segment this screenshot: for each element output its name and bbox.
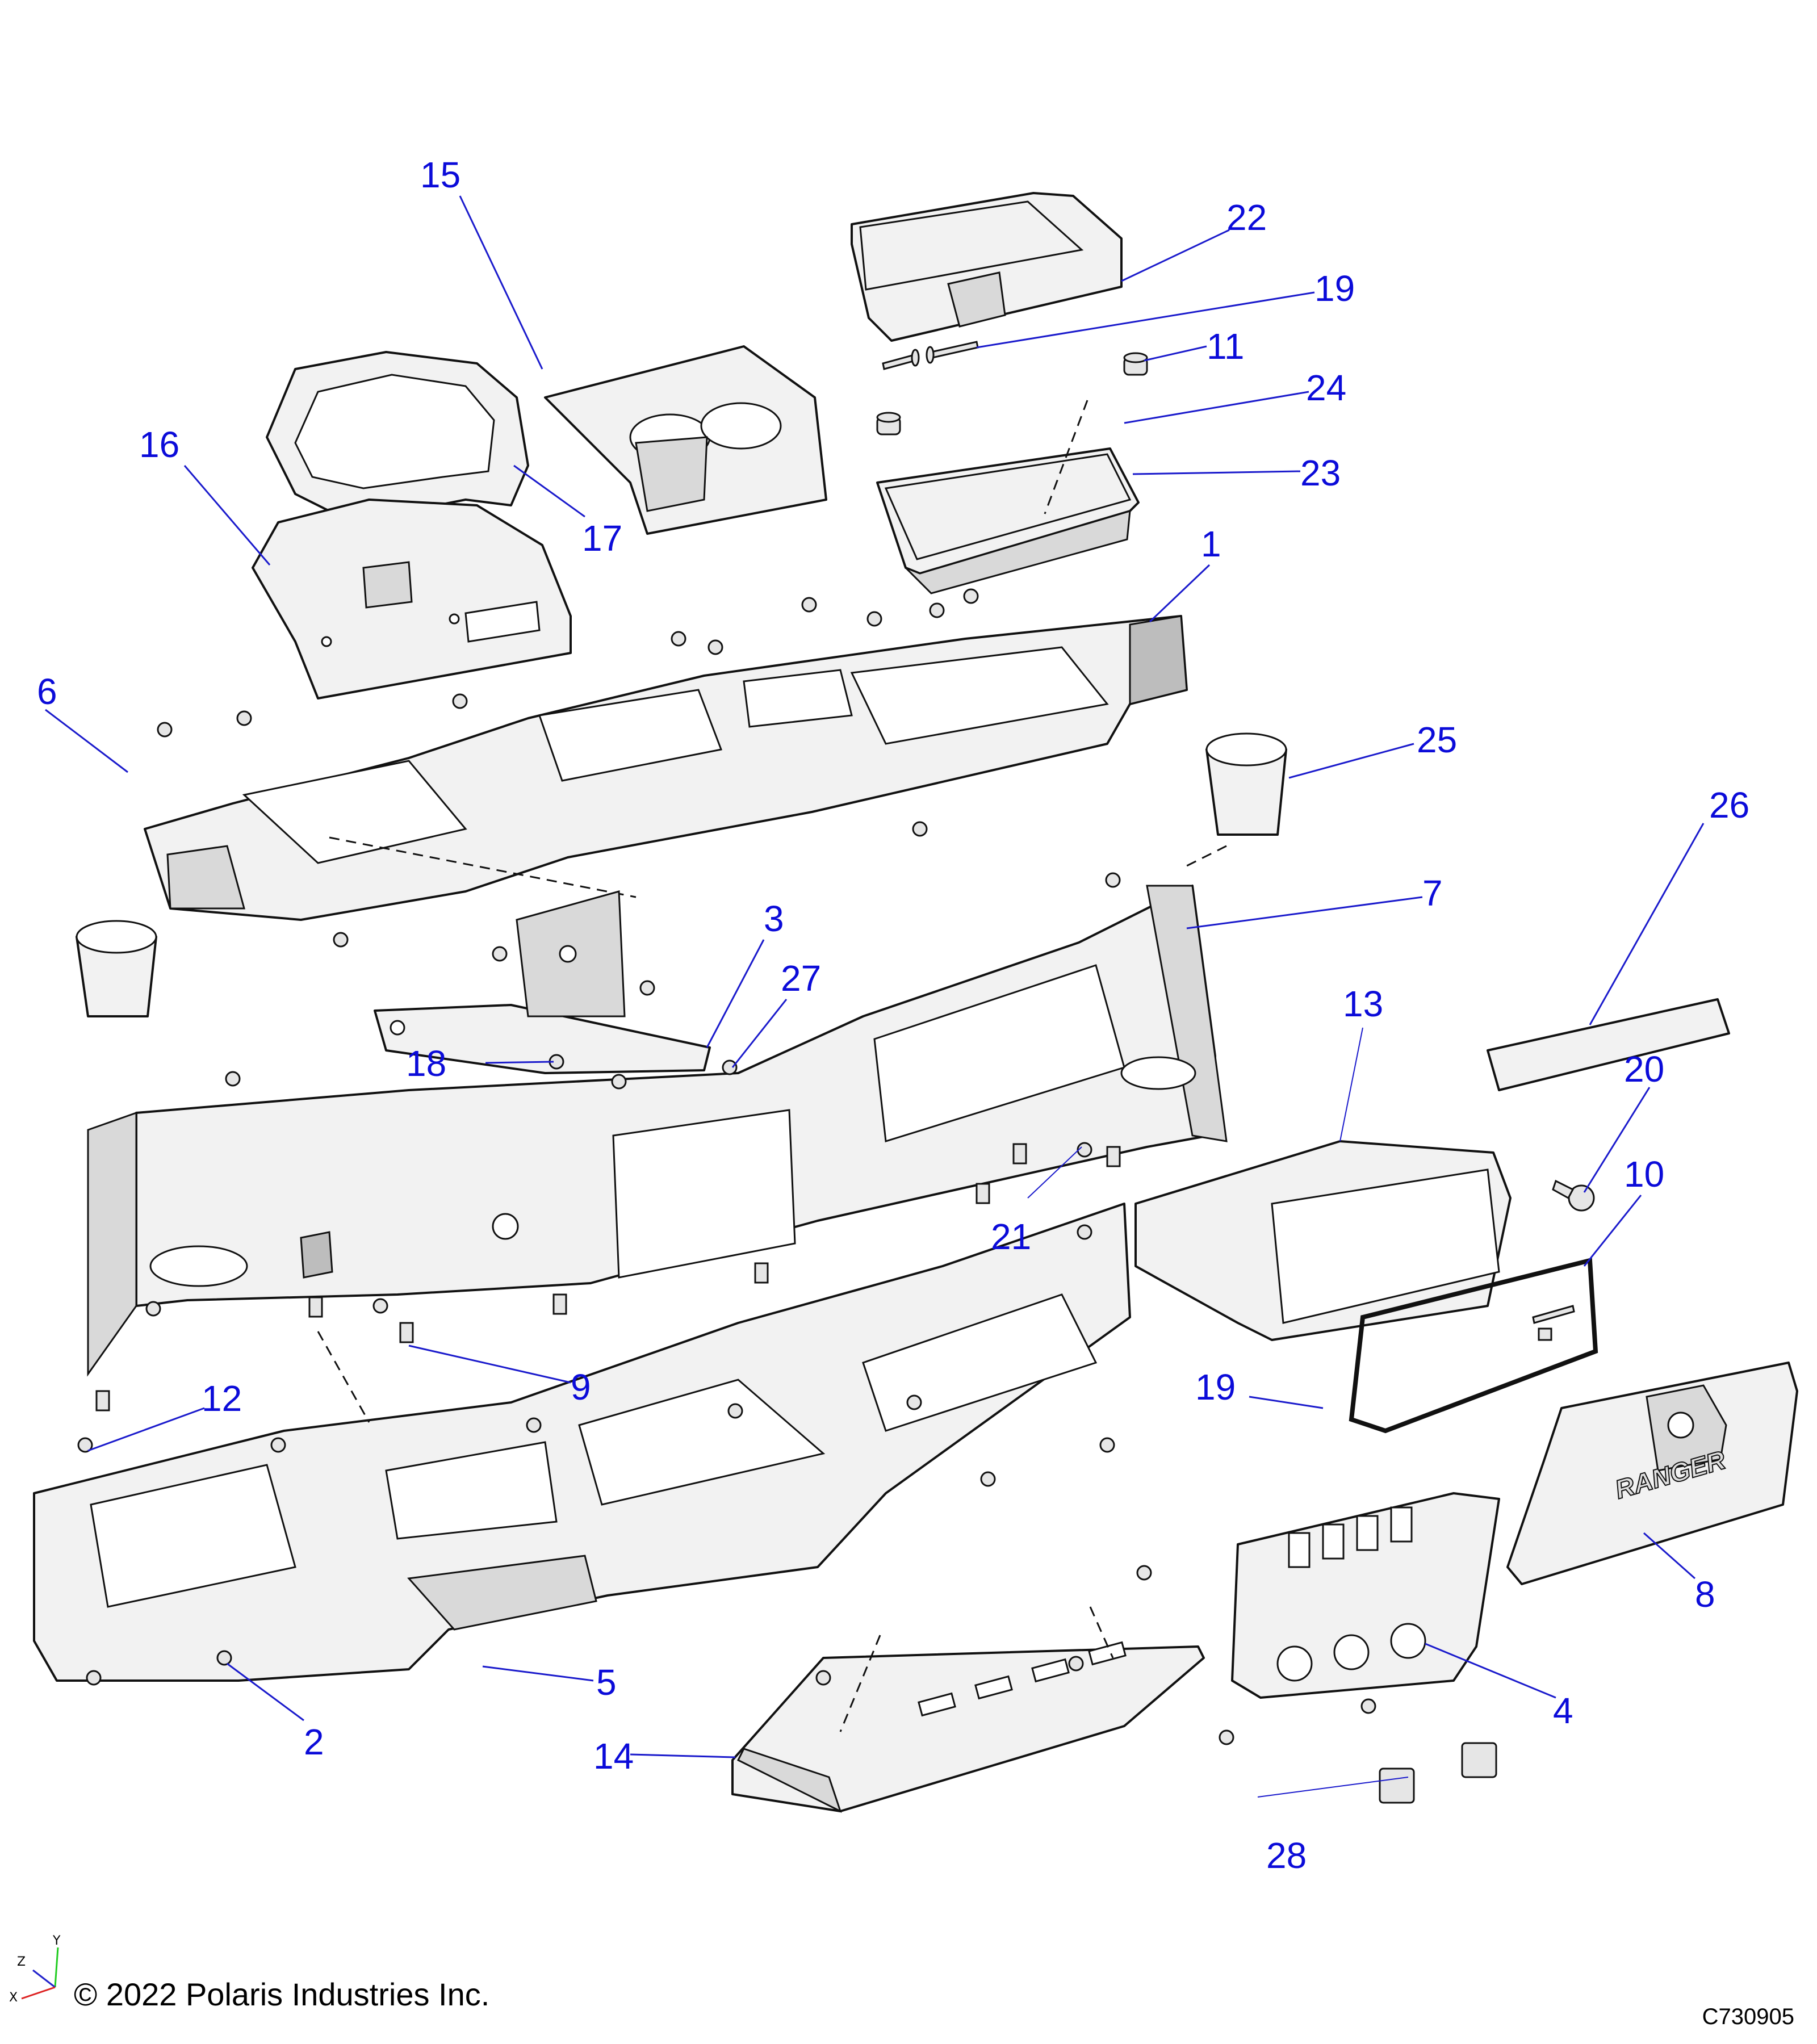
leader-25: [1288, 743, 1414, 779]
leader-2: [227, 1662, 304, 1722]
part-upper-glove-box-door: [851, 192, 1123, 342]
callout-18[interactable]: 18: [406, 1043, 446, 1084]
part-trim-cap: [1487, 998, 1730, 1091]
leader-26: [1589, 823, 1705, 1025]
callout-15[interactable]: 15: [420, 154, 460, 195]
leader-19-upper: [976, 291, 1315, 349]
callout-19-lower[interactable]: 19: [1195, 1367, 1236, 1408]
part-glove-box-door: RANGER: [1506, 1362, 1798, 1585]
y-axis-line: [54, 1947, 59, 1988]
part-cupholder-console: [544, 345, 827, 535]
leader-19-lower: [1249, 1396, 1324, 1409]
part-gauge-bezel: [266, 351, 529, 518]
leader-7: [1186, 896, 1423, 929]
leader-14: [630, 1753, 736, 1758]
y-axis-label: Y: [52, 1934, 61, 1948]
callout-9[interactable]: 9: [571, 1367, 591, 1408]
callout-27[interactable]: 27: [781, 958, 821, 999]
part-gauge-pod-base: [252, 499, 572, 700]
callout-3[interactable]: 3: [764, 898, 784, 939]
leader-13: [1339, 1027, 1363, 1142]
callout-10[interactable]: 10: [1624, 1154, 1664, 1195]
part-hinge-pins-upper: [882, 341, 979, 370]
part-cupholder-insert-right: [1180, 732, 1287, 870]
leader-23: [1132, 470, 1301, 475]
callout-20[interactable]: 20: [1624, 1049, 1664, 1090]
leader-11: [1144, 345, 1207, 362]
callout-8[interactable]: 8: [1695, 1574, 1715, 1615]
fasteners: [77, 588, 1376, 1745]
part-support-bracket: [374, 890, 711, 1074]
part-glove-box-bin: [1134, 1140, 1512, 1341]
callout-23[interactable]: 23: [1300, 453, 1341, 493]
axis-triad: Y Z X: [9, 1934, 61, 2005]
part-bumpers: [876, 352, 1148, 435]
callout-19-upper[interactable]: 19: [1314, 268, 1355, 309]
part-center-console-lower: [731, 1606, 1205, 1813]
part-glove-box-seal: [1349, 1257, 1598, 1434]
callout-1[interactable]: 1: [1201, 523, 1221, 564]
z-axis-label: Z: [17, 1955, 26, 1969]
leader-18: [485, 1061, 554, 1064]
leader-20: [1583, 1087, 1651, 1193]
callout-11[interactable]: 11: [1207, 326, 1244, 367]
leader-28: [1257, 1777, 1409, 1798]
callout-21[interactable]: 21: [991, 1216, 1031, 1257]
callout-17[interactable]: 17: [582, 518, 622, 559]
callout-25[interactable]: 25: [1417, 719, 1457, 760]
leader-27: [731, 999, 788, 1068]
drawing-number: C730905: [1702, 2004, 1794, 2029]
callout-24[interactable]: 24: [1306, 367, 1346, 408]
callout-4[interactable]: 4: [1553, 1690, 1573, 1731]
leader-24: [1124, 391, 1309, 424]
part-lower-dash-panel: [33, 1203, 1131, 1682]
callout-2[interactable]: 2: [304, 1722, 324, 1762]
x-axis-label: X: [9, 1991, 18, 2005]
x-axis-line: [21, 1986, 56, 2000]
callout-7[interactable]: 7: [1422, 873, 1443, 914]
callout-22[interactable]: 22: [1226, 197, 1267, 238]
leader-21: [1027, 1146, 1082, 1199]
leader-6: [45, 709, 128, 773]
leader-17: [513, 464, 585, 518]
leader-1: [1149, 564, 1211, 623]
leader-16: [183, 465, 271, 566]
callout-13[interactable]: 13: [1343, 983, 1383, 1024]
part-switch-bezel: [1231, 1492, 1500, 1699]
leader-4: [1425, 1643, 1556, 1699]
copyright-notice: © 2022 Polaris Industries Inc.: [74, 1976, 490, 2012]
leader-15: [459, 195, 543, 370]
part-switch-blanks: [1379, 1742, 1497, 1804]
z-axis-line: [32, 1969, 56, 1988]
leader-3: [706, 939, 765, 1048]
part-main-dash-frame: [87, 885, 1228, 1377]
callout-6[interactable]: 6: [37, 671, 57, 712]
callout-14[interactable]: 14: [593, 1736, 634, 1777]
leader-12: [87, 1407, 205, 1452]
callouts: 1 2 3 4 5 6 7 8 9 10 11 12 13: [37, 154, 1749, 1876]
callout-28[interactable]: 28: [1266, 1835, 1307, 1876]
leader-10: [1583, 1195, 1642, 1267]
callout-16[interactable]: 16: [139, 424, 179, 465]
leader-5: [482, 1665, 594, 1682]
callout-26[interactable]: 26: [1709, 785, 1749, 826]
callout-12[interactable]: 12: [202, 1378, 242, 1419]
leader-8: [1643, 1532, 1695, 1580]
leader-9: [408, 1344, 571, 1384]
part-cupholder-insert-left: [76, 920, 157, 1017]
part-latch: [1552, 1179, 1595, 1212]
callout-5[interactable]: 5: [596, 1662, 617, 1703]
part-upper-glove-box-bin: [876, 400, 1140, 594]
leader-22: [1121, 229, 1230, 282]
part-upper-dash-panel: [144, 615, 1188, 921]
